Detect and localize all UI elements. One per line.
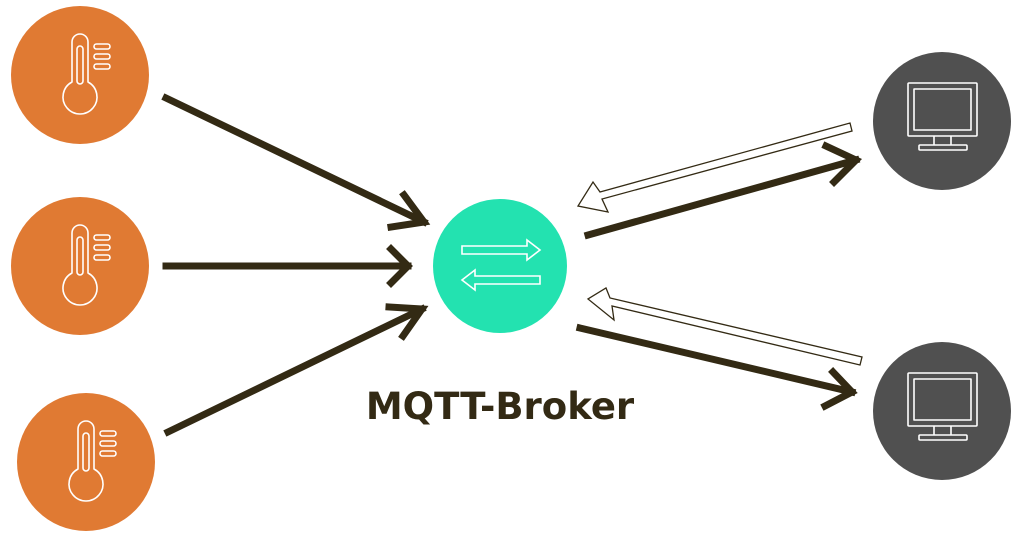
outline-arrow-client2-to-broker [586, 287, 863, 366]
client-node-1 [873, 52, 1011, 190]
sensor-node-3 [17, 393, 155, 531]
sensor-node-1 [11, 6, 149, 144]
thermometer-icon [68, 420, 117, 502]
client-to-broker-outline-arrows [576, 122, 863, 366]
arrow-sensor1-to-broker [161, 93, 431, 231]
client-node-2 [873, 342, 1011, 480]
arrow-sensor2-to-broker [162, 244, 413, 288]
sensor-to-broker-arrows [161, 93, 431, 437]
arrow-broker-to-client1 [583, 141, 863, 240]
thermometer-icon [62, 33, 111, 115]
arrow-sensor3-to-broker [163, 303, 429, 437]
broker-node [433, 199, 567, 333]
broker-to-client-arrows [575, 141, 863, 411]
arrow-broker-to-client2 [575, 323, 858, 411]
outline-arrow-client1-to-broker [576, 122, 853, 213]
broker-label: MQTT-Broker [366, 385, 635, 428]
monitor-icon [907, 82, 978, 151]
monitor-icon [907, 372, 978, 441]
thermometer-icon [62, 224, 111, 306]
sensor-node-2 [11, 197, 149, 335]
exchange-arrows-icon [460, 238, 542, 292]
